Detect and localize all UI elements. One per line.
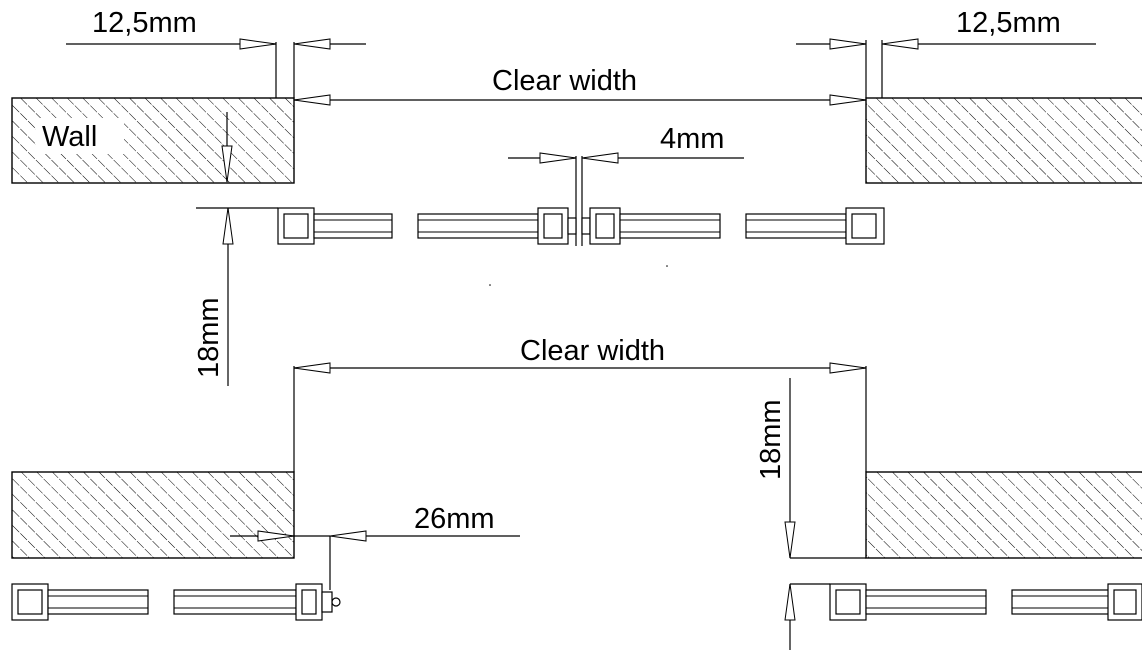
stray-dot-1 (489, 284, 491, 286)
left-vertical-arrow (222, 207, 234, 245)
top-left-gap-arrow-2 (293, 38, 331, 50)
top-clear-width-label: Clear width (492, 65, 637, 97)
top-left-gap-arrow-1 (239, 38, 277, 50)
center-gap-label: 4mm (660, 123, 724, 155)
center-gap-arrow-2 (581, 152, 619, 164)
bottom-offset-arrow-1 (257, 530, 295, 542)
top-right-gap-arrow-1 (829, 38, 867, 50)
top-left-gap-label: 12,5mm (92, 7, 197, 39)
left-vertical-label: 18mm (193, 297, 225, 378)
right-vertical-label: 18mm (755, 399, 787, 480)
top-clear-width-arrow-2 (829, 94, 867, 106)
bottom-left-wall (11, 471, 295, 559)
stray-dot-2 (666, 265, 668, 267)
bottom-clear-width-label: Clear width (520, 335, 665, 367)
top-right-gap-label: 12,5mm (956, 7, 1061, 39)
bottom-right-wall (865, 471, 1142, 559)
bottom-clear-width-arrow-2 (829, 362, 867, 374)
right-vertical-arrow-2 (784, 583, 796, 621)
top-right-gap-arrow-2 (881, 38, 919, 50)
top-right-wall (865, 97, 1142, 184)
wall-label: Wall (42, 121, 97, 153)
top-left-door-profile (277, 207, 577, 245)
top-clear-width-arrow-1 (293, 94, 331, 106)
bottom-offset-arrow-2 (329, 530, 367, 542)
bottom-right-door-profile (829, 583, 1142, 621)
bottom-offset-label: 26mm (414, 503, 495, 535)
wall-label-bg (36, 118, 124, 154)
wall-down-arrow (221, 145, 233, 183)
top-right-door-profile (581, 207, 885, 245)
center-gap-arrow-1 (539, 152, 577, 164)
bottom-clear-width-arrow-1 (293, 362, 331, 374)
right-vertical-arrow-1 (784, 521, 796, 559)
bottom-left-door-profile (11, 583, 341, 621)
